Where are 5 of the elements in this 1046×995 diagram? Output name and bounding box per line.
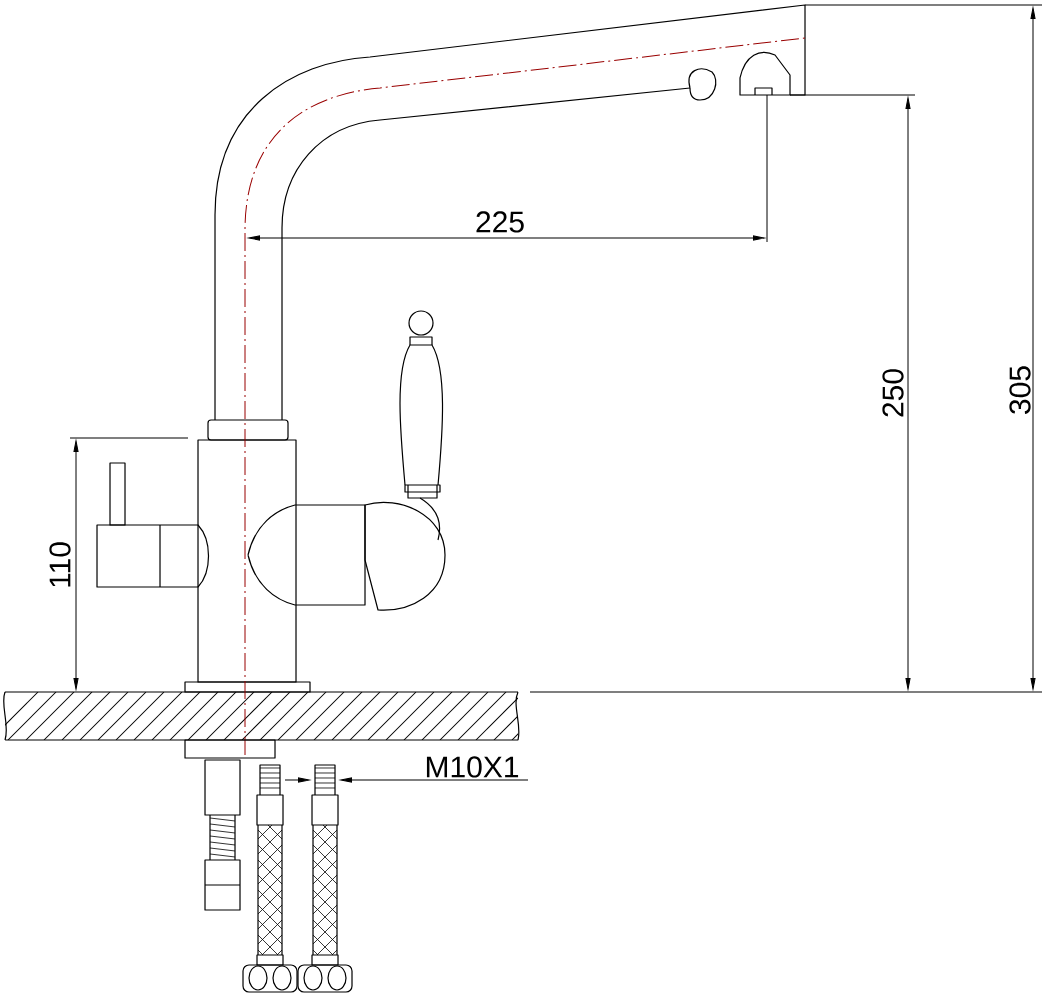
thread-label: M10X1 [423,755,521,779]
dimension-label: 250 [881,366,905,419]
dimension-label: 225 [474,210,527,234]
dimension-label: 305 [1008,363,1032,417]
dimension-label: 110 [48,540,72,590]
